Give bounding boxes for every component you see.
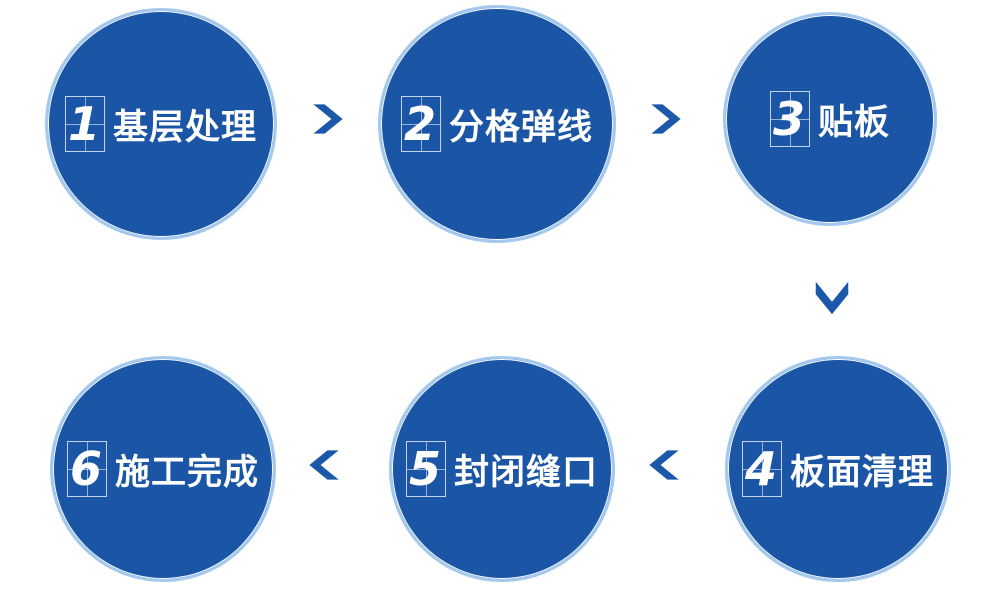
step-number: 5	[408, 442, 441, 496]
step-circle-6: 6 施工完成	[50, 356, 276, 582]
step-number-box: 4	[741, 441, 782, 497]
arrow-left-icon	[306, 447, 342, 483]
step-number-box: 3	[769, 91, 810, 147]
step-circle-5: 5 封闭缝口	[389, 356, 615, 582]
step-circle-3: 3 贴板	[723, 12, 937, 226]
step-label: 分格弹线	[448, 107, 593, 148]
step-circle-4: 4 板面清理	[725, 356, 951, 582]
step-label: 施工完成	[114, 452, 259, 493]
step-label: 贴板	[817, 102, 890, 143]
step-circle-1: 1 基层处理	[45, 8, 277, 240]
step-number: 1	[67, 97, 100, 151]
step-circle-2: 2 分格弹线	[378, 5, 616, 243]
step-label: 基层处理	[112, 107, 257, 148]
arrow-left-icon	[646, 447, 682, 483]
step-number: 4	[744, 442, 777, 496]
step-label: 板面清理	[789, 452, 934, 493]
step-label: 封闭缝口	[453, 452, 598, 493]
step-number: 6	[69, 442, 102, 496]
step-number-box: 6	[66, 441, 107, 497]
arrow-right-icon	[648, 101, 684, 137]
step-number-box: 5	[405, 441, 446, 497]
arrow-down-icon	[812, 278, 852, 318]
step-number-box: 2	[400, 96, 441, 152]
arrow-right-icon	[310, 101, 346, 137]
step-number-box: 1	[64, 96, 105, 152]
step-number: 3	[772, 92, 805, 146]
step-number: 2	[403, 97, 436, 151]
